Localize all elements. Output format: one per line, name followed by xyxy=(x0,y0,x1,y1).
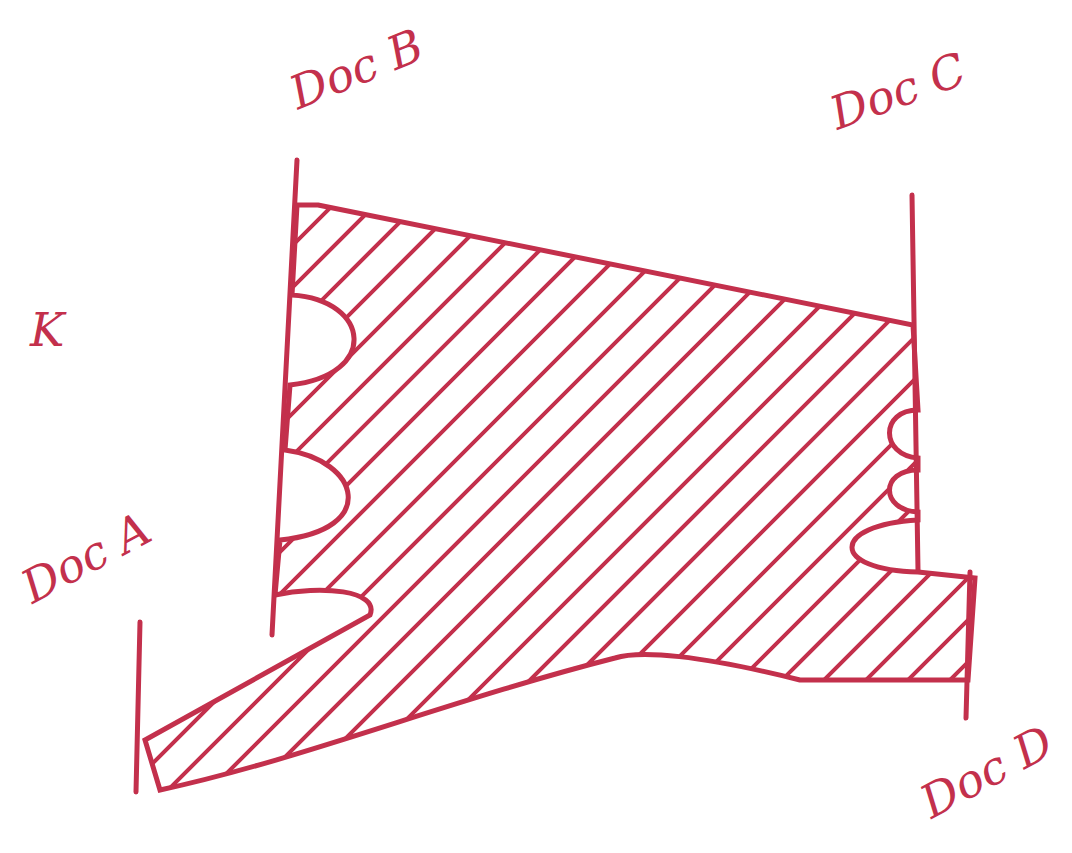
hatch-line xyxy=(234,150,934,850)
hatch-line xyxy=(0,150,178,850)
hatch-line xyxy=(780,150,1072,850)
hatch-line xyxy=(0,150,10,850)
doc-label: Doc A xyxy=(14,505,158,610)
hatch-line xyxy=(822,150,1072,850)
hatch-line xyxy=(192,150,892,850)
hatch-line xyxy=(0,150,388,850)
doc-label: Doc B xyxy=(283,22,429,117)
doc-label: K xyxy=(30,307,64,353)
hatch-line xyxy=(738,150,1072,850)
hatch-line xyxy=(402,150,1072,850)
doc-a-line xyxy=(136,622,140,792)
hatch-line xyxy=(0,150,52,850)
hatch-line xyxy=(0,150,472,850)
hatch-line xyxy=(906,150,1072,850)
hatch-line xyxy=(486,150,1072,850)
hatch-line xyxy=(24,150,724,850)
hatch-line xyxy=(528,150,1072,850)
hatch-line xyxy=(696,150,1072,850)
hatch-line xyxy=(66,150,766,850)
doc-label: Doc C xyxy=(824,45,971,136)
hatch-line xyxy=(0,150,262,850)
hatch-line xyxy=(570,150,1072,850)
hatch-line xyxy=(0,150,136,850)
doc-label: Doc D xyxy=(913,718,1060,825)
hatch-line xyxy=(654,150,1072,850)
hatch-line xyxy=(0,150,556,850)
hatch-line xyxy=(0,150,94,850)
hatch-line xyxy=(276,150,976,850)
hatch-line xyxy=(444,150,1072,850)
hatch-line xyxy=(0,150,682,850)
hatch-line xyxy=(360,150,1060,850)
hatch-line xyxy=(612,150,1072,850)
hatch-line xyxy=(318,150,1018,850)
hatch-line xyxy=(0,150,304,850)
hatch-line xyxy=(0,150,220,850)
region-outline xyxy=(145,205,975,790)
hatch-line xyxy=(108,150,808,850)
hatch-line xyxy=(150,150,850,850)
hatching xyxy=(0,150,1072,850)
hatch-line xyxy=(864,150,1072,850)
